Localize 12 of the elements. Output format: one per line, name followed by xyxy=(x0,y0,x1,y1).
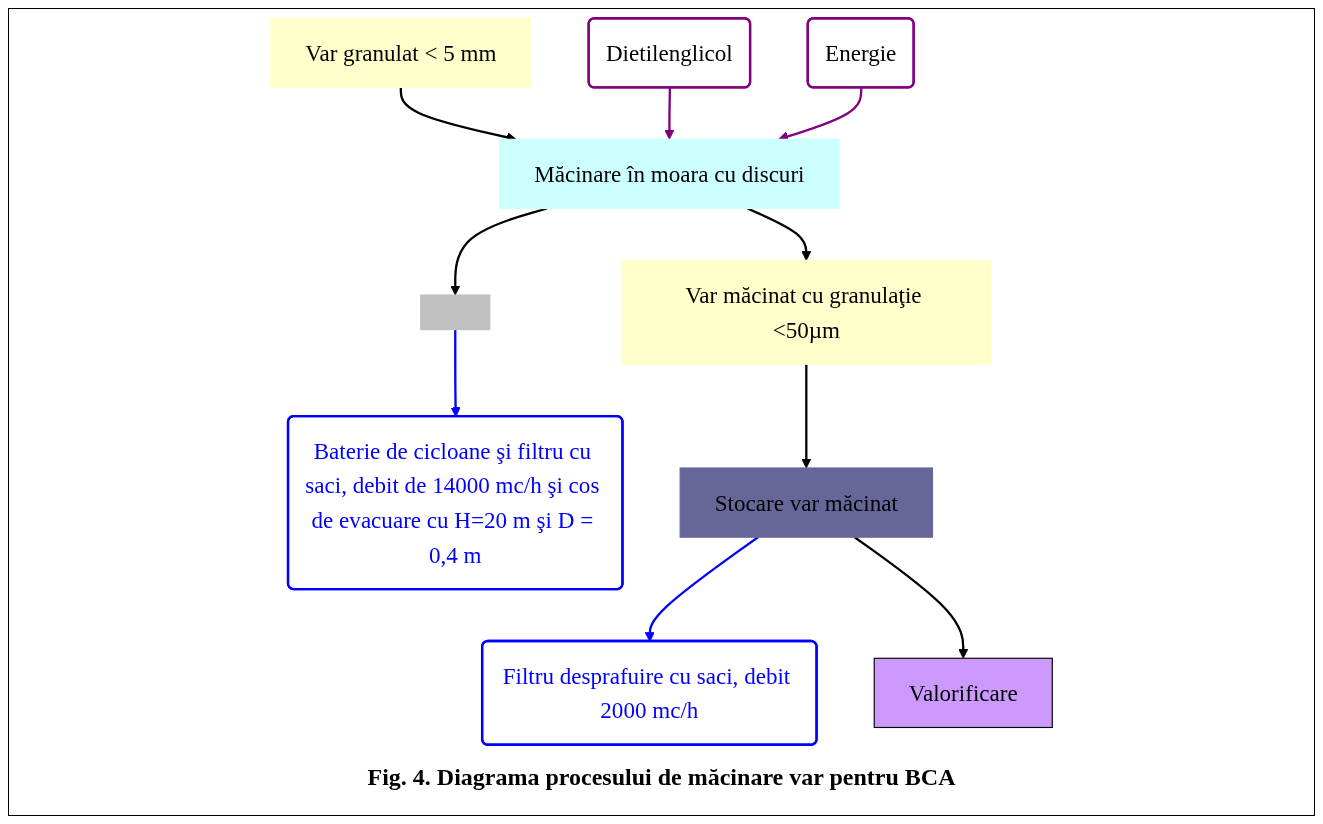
arrow xyxy=(853,536,969,659)
node-box: Măcinare în moara cu discuri xyxy=(499,138,840,210)
node-box: Stocare var măcinat xyxy=(679,467,934,538)
node-box xyxy=(420,294,491,331)
node-box: Valorificare xyxy=(873,657,1053,729)
figure-caption: Fig. 4. Diagrama procesului de măcinare var pentru BCA xyxy=(367,764,956,791)
arrow xyxy=(801,364,812,469)
node-box: Var granulat < 5 mm xyxy=(270,17,532,88)
node-box: Var măcinat cu granulaţie <50µm xyxy=(621,259,992,365)
arrow xyxy=(747,207,812,261)
arrow xyxy=(664,87,675,140)
arrow xyxy=(450,207,548,296)
